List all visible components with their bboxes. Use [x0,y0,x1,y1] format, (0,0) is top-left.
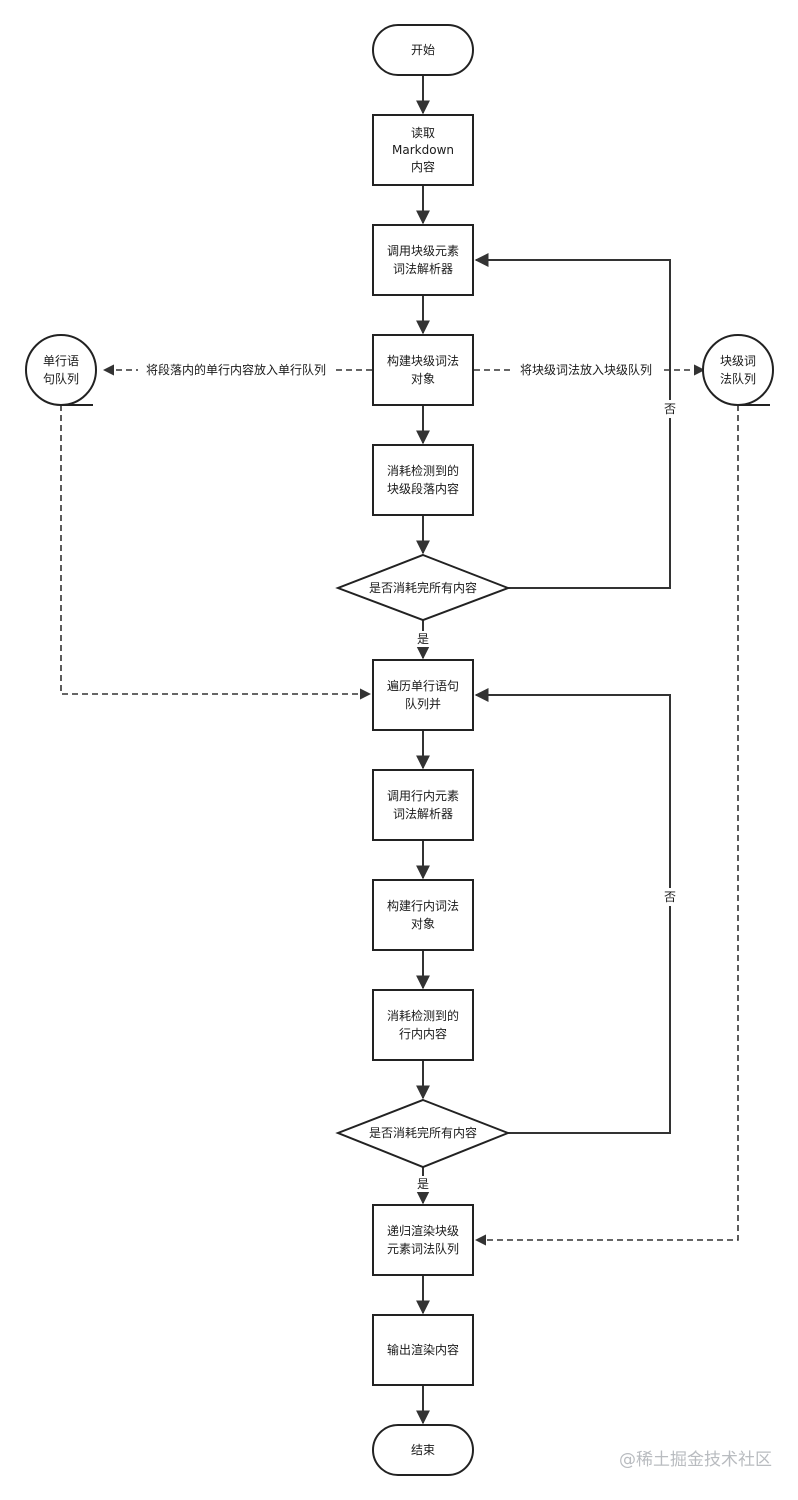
node-check-block-done: 是否消耗完所有内容 [335,553,511,622]
label-inline-no: 否 [664,890,676,904]
node-render-block-queue-label-2: 元素词法队列 [387,1241,459,1256]
node-read-label-3: 内容 [411,159,435,174]
node-call-inline-parser-label-2: 词法解析器 [393,807,453,821]
edge-labels: 将段落内的单行内容放入单行队列 将块级词法放入块级队列 否 是 否 是 [138,362,678,1192]
node-block-queue-label-1: 块级词 [720,354,756,368]
edge-block-check-no-loop [474,253,671,589]
node-render-block-queue: 递归渲染块级 元素词法队列 [372,1204,474,1276]
node-inline-queue-label-2: 句队列 [43,371,79,386]
node-call-block-parser-label-1: 调用块级元素 [387,244,459,258]
node-check-inline-done: 是否消耗完所有内容 [335,1098,511,1169]
node-call-block-parser: 调用块级元素 词法解析器 [372,224,474,296]
node-traverse-inline: 遍历单行语句 队列并 [372,659,474,731]
node-start-label: 开始 [411,43,435,57]
node-build-inline-obj-label-2: 对象 [411,917,435,931]
label-block-no: 否 [664,402,676,416]
node-inline-queue-label-1: 单行语 [43,354,79,368]
node-output: 输出渲染内容 [372,1314,474,1386]
node-call-inline-parser-label-1: 调用行内元素 [387,789,459,803]
node-check-inline-done-label: 是否消耗完所有内容 [369,1125,477,1140]
node-build-inline-obj-label-1: 构建行内词法 [387,898,459,913]
node-build-block-obj-label-2: 对象 [411,372,435,386]
node-read-label-2: Markdown [392,143,454,157]
node-build-inline-obj: 构建行内词法 对象 [372,879,474,951]
node-consume-block: 消耗检测到的 块级段落内容 [372,444,474,516]
node-block-queue: 块级词 法队列 [702,334,774,406]
node-consume-block-label-1: 消耗检测到的 [387,463,459,478]
node-traverse-inline-label-2: 队列并 [405,696,441,711]
node-start: 开始 [372,24,474,76]
node-consume-inline: 消耗检测到的 行内内容 [372,989,474,1061]
node-inline-queue: 单行语 句队列 [25,334,97,406]
label-inline-yes: 是 [417,1177,429,1191]
node-consume-block-label-2: 块级段落内容 [387,481,459,496]
node-consume-inline-label-2: 行内内容 [399,1026,447,1041]
label-to-block-queue: 将块级词法放入块级队列 [520,362,652,377]
watermark: @稀土掘金技术社区 [619,1450,772,1470]
label-block-yes: 是 [417,632,429,646]
node-block-queue-label-2: 法队列 [720,371,756,386]
edge-inline-check-no-loop [474,688,671,1134]
node-end: 结束 [372,1424,474,1476]
node-consume-inline-label-1: 消耗检测到的 [387,1008,459,1023]
node-call-block-parser-label-2: 词法解析器 [393,262,453,276]
node-check-block-done-label: 是否消耗完所有内容 [369,580,477,595]
node-read: 读取 Markdown 内容 [372,114,474,186]
label-to-inline-queue: 将段落内的单行内容放入单行队列 [146,362,326,377]
node-read-label-1: 读取 [411,126,435,140]
edge-block-queue-to-render [474,405,739,1246]
node-traverse-inline-label-1: 遍历单行语句 [387,679,459,693]
node-build-block-obj: 构建块级词法 对象 [372,334,474,406]
node-call-inline-parser: 调用行内元素 词法解析器 [372,769,474,841]
node-render-block-queue-label-1: 递归渲染块级 [387,1223,459,1238]
node-end-label: 结束 [411,1443,435,1457]
edge-inline-queue-to-traverse [60,405,372,700]
node-output-label: 输出渲染内容 [387,1342,459,1357]
node-build-block-obj-label-1: 构建块级词法 [387,353,459,368]
